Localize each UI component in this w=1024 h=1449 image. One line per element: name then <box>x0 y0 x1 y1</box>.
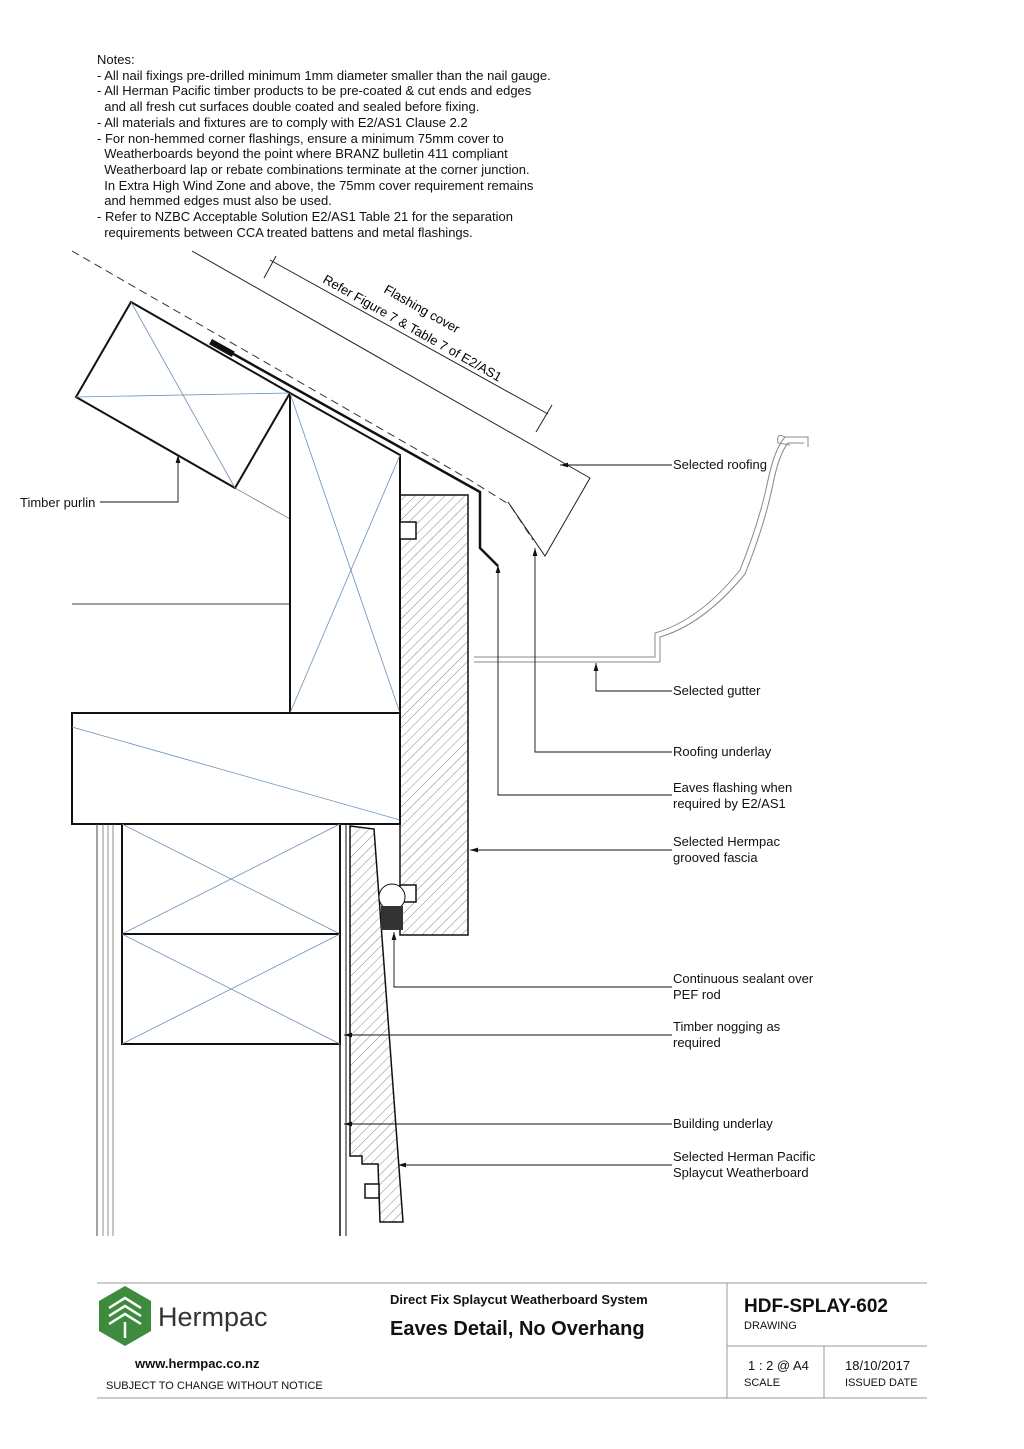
timber-nogging <box>121 823 341 1045</box>
sealant-bead <box>381 906 403 930</box>
drawing-label: DRAWING <box>744 1320 797 1332</box>
label-nogging: Timber nogging as required <box>673 1019 780 1050</box>
flashing-cover-dimension <box>263 255 553 433</box>
note-line: - For non-hemmed corner flashings, ensur… <box>97 130 504 146</box>
note-line: In Extra High Wind Zone and above, the 7… <box>97 177 534 193</box>
note-line: requirements between CCA treated battens… <box>97 224 473 240</box>
roofing-sheet <box>191 250 591 557</box>
notes-block: Notes: - All nail fixings pre-drilled mi… <box>97 52 717 240</box>
brand-name: Hermpac <box>158 1302 268 1332</box>
top-plate <box>71 712 401 825</box>
label-line: Timber nogging as <box>673 1019 781 1034</box>
label-sealant: Continuous sealant over PEF rod <box>673 971 813 1002</box>
gutter <box>474 436 809 658</box>
website-link[interactable]: www.hermpac.co.nz <box>135 1356 260 1371</box>
label-selected-gutter: Selected gutter <box>673 683 761 698</box>
label-eaves-flashing: Eaves flashing when required by E2/AS1 <box>673 780 792 811</box>
label-fascia: Selected Hermpac grooved fascia <box>673 834 780 865</box>
change-notice: SUBJECT TO CHANGE WITHOUT NOTICE <box>106 1380 323 1392</box>
note-line: - All Herman Pacific timber products to … <box>97 83 532 99</box>
leader-lines <box>100 455 672 1168</box>
note-line: Weatherboards beyond the point where BRA… <box>97 146 508 162</box>
label-weatherboard: Selected Herman Pacific Splaycut Weather… <box>673 1149 815 1180</box>
issue-date-label: ISSUED DATE <box>845 1377 918 1389</box>
rafter-member <box>289 391 401 714</box>
eaves-flashing <box>211 340 499 567</box>
note-line: - All materials and fixtures are to comp… <box>97 114 468 130</box>
rafter-top-line <box>234 487 291 520</box>
label-line: grooved fascia <box>673 849 758 865</box>
label-line: Eaves flashing when <box>673 780 793 795</box>
timber-purlin <box>74 300 292 490</box>
label-line: required by E2/AS1 <box>673 795 786 811</box>
flashing-fixing <box>209 338 235 357</box>
scale-label: SCALE <box>744 1377 781 1389</box>
label-line: Continuous sealant over <box>673 971 814 986</box>
fascia <box>399 494 469 936</box>
label-timber-purlin: Timber purlin <box>20 495 96 510</box>
label-line: Selected Hermpac <box>673 834 780 849</box>
splaycut-weatherboard <box>349 825 404 1223</box>
label-selected-roofing: Selected roofing <box>673 457 767 472</box>
label-line: Selected Herman Pacific <box>673 1149 816 1164</box>
label-roofing-underlay: Roofing underlay <box>673 744 772 759</box>
issue-date: 18/10/2017 <box>845 1358 911 1373</box>
label-line: PEF rod <box>673 986 721 1002</box>
note-line: - All nail fixings pre-drilled minimum 1… <box>97 67 551 83</box>
drawing-title: Eaves Detail, No Overhang <box>390 1318 645 1340</box>
system-name: Direct Fix Splaycut Weatherboard System <box>390 1292 648 1307</box>
flashing-cover-ref-text: Refer Figure 7 & Table 7 of E2/AS1 <box>321 272 505 385</box>
note-line: - Refer to NZBC Acceptable Solution E2/A… <box>97 209 513 225</box>
note-line: Weatherboard lap or rebate combinations … <box>97 161 530 177</box>
note-line: and hemmed edges must also be used. <box>97 193 332 209</box>
label-line: Splaycut Weatherboard <box>673 1164 809 1180</box>
note-line: and all fresh cut surfaces double coated… <box>97 99 480 115</box>
label-line: required <box>673 1034 721 1050</box>
scale-value: 1 : 2 @ A4 <box>748 1358 809 1373</box>
notes-heading: Notes: <box>97 52 135 67</box>
label-building-underlay: Building underlay <box>673 1116 773 1131</box>
drawing-number: HDF-SPLAY-602 <box>744 1296 888 1317</box>
